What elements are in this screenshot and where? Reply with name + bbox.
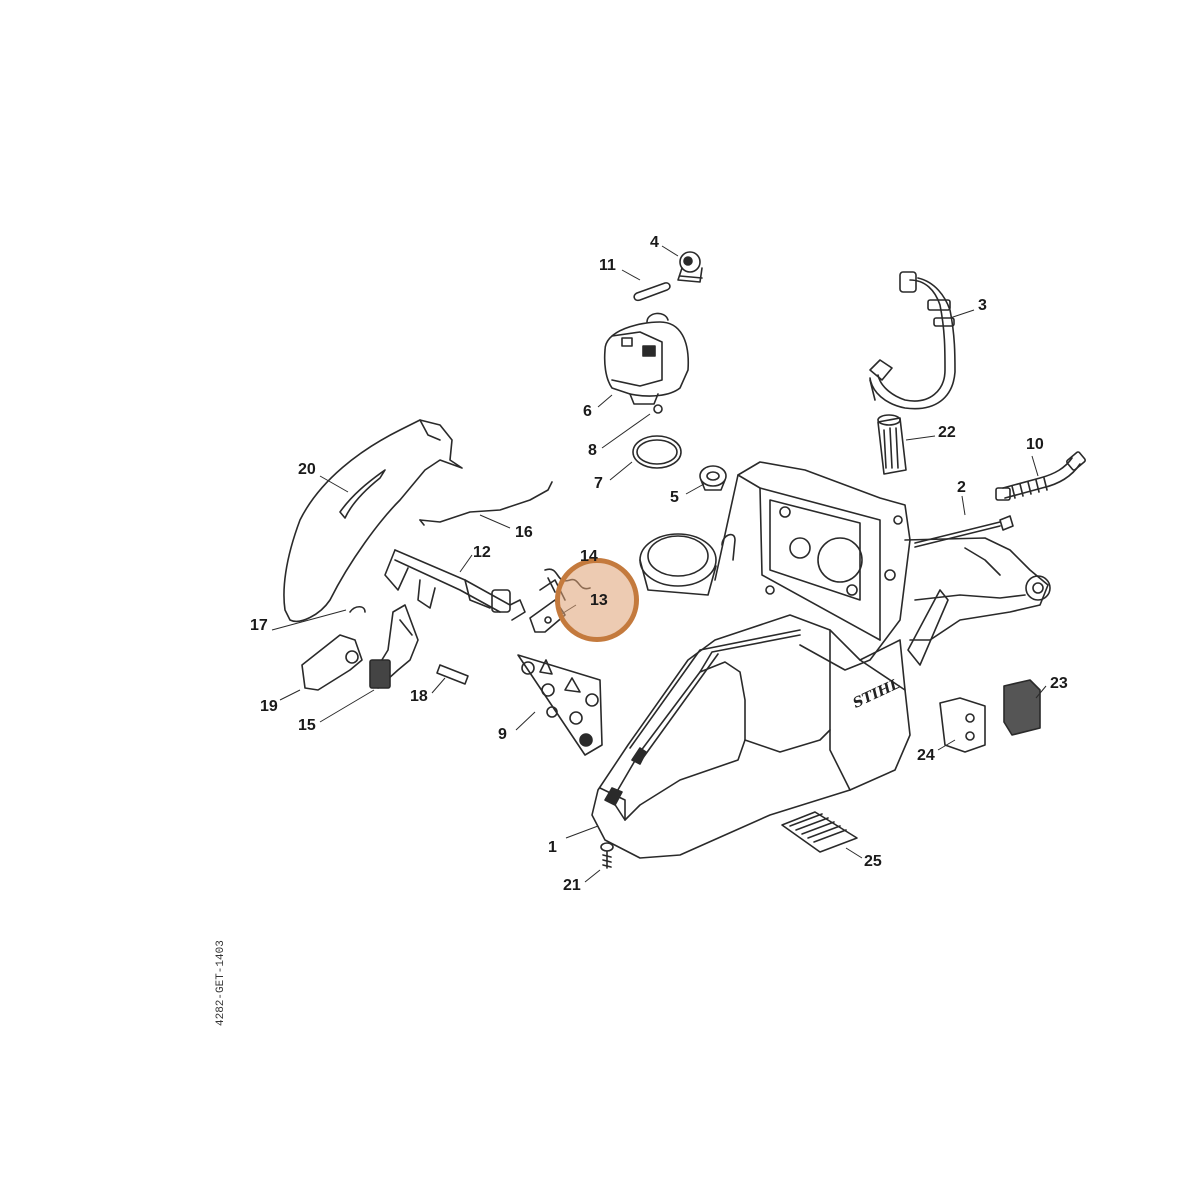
callout-13[interactable]: 13 — [590, 592, 608, 609]
callout-16[interactable]: 16 — [515, 524, 533, 541]
callout-7[interactable]: 7 — [594, 475, 603, 492]
callout-23[interactable]: 23 — [1050, 675, 1068, 692]
part-18-pin[interactable] — [436, 664, 469, 685]
part-20-handle-cover[interactable] — [283, 419, 463, 622]
part-7-o-ring[interactable] — [632, 435, 682, 469]
part-19-interlock-lever[interactable] — [301, 634, 363, 691]
part-16-throttle-rod[interactable] — [419, 481, 553, 526]
highlight-ring — [555, 558, 639, 642]
part-9-warning-label[interactable] — [517, 654, 603, 756]
part-4-valve[interactable] — [677, 251, 703, 283]
callout-9[interactable]: 9 — [498, 726, 507, 743]
callout-12[interactable]: 12 — [473, 544, 491, 561]
part-11-roll-pin[interactable] — [633, 282, 671, 302]
callout-3[interactable]: 3 — [978, 297, 987, 314]
crankcase-housing — [639, 461, 911, 671]
part-25-grille[interactable] — [781, 811, 858, 853]
part-17-spring[interactable] — [349, 605, 366, 613]
callout-2[interactable]: 2 — [957, 479, 966, 496]
callout-11[interactable]: 11 — [599, 257, 616, 274]
front-arm-frame — [904, 537, 1051, 666]
part-1-rear-handle-housing[interactable] — [591, 614, 911, 859]
part-3-fuel-hose[interactable] — [869, 271, 956, 410]
callout-21[interactable]: 21 — [563, 877, 581, 894]
part-21-screw[interactable] — [600, 842, 614, 869]
part-6-tank-cap[interactable] — [603, 312, 690, 405]
callout-5[interactable]: 5 — [670, 489, 679, 506]
drawing-reference-code: 4282-GET-1403 — [215, 940, 227, 1026]
callout-24[interactable]: 24 — [917, 747, 935, 764]
callout-18[interactable]: 18 — [410, 688, 428, 705]
callout-10[interactable]: 10 — [1026, 436, 1044, 453]
brand-logo: STIHL — [850, 676, 902, 712]
part-15-throttle-trigger[interactable] — [369, 604, 419, 689]
callout-22[interactable]: 22 — [938, 424, 956, 441]
part-2-screw[interactable] — [914, 515, 1014, 548]
callout-14[interactable]: 14 — [580, 548, 598, 565]
callout-6[interactable]: 6 — [583, 403, 592, 420]
part-5-grommet[interactable] — [699, 465, 727, 491]
callout-20[interactable]: 20 — [298, 461, 316, 478]
callout-1[interactable]: 1 — [548, 839, 557, 856]
callout-8[interactable]: 8 — [588, 442, 597, 459]
callout-4[interactable]: 4 — [650, 234, 659, 251]
part-12-throttle-shaft[interactable] — [384, 549, 526, 621]
part-8-pin[interactable] — [653, 404, 663, 414]
part-23-plug[interactable] — [1003, 679, 1041, 736]
callout-15[interactable]: 15 — [298, 717, 316, 734]
callout-25[interactable]: 25 — [864, 853, 882, 870]
callout-19[interactable]: 19 — [260, 698, 278, 715]
part-10-impulse-hose[interactable] — [995, 451, 1086, 501]
callout-17[interactable]: 17 — [250, 617, 268, 634]
part-22-fuel-filter[interactable] — [877, 414, 907, 475]
part-24-connector[interactable] — [939, 697, 986, 753]
